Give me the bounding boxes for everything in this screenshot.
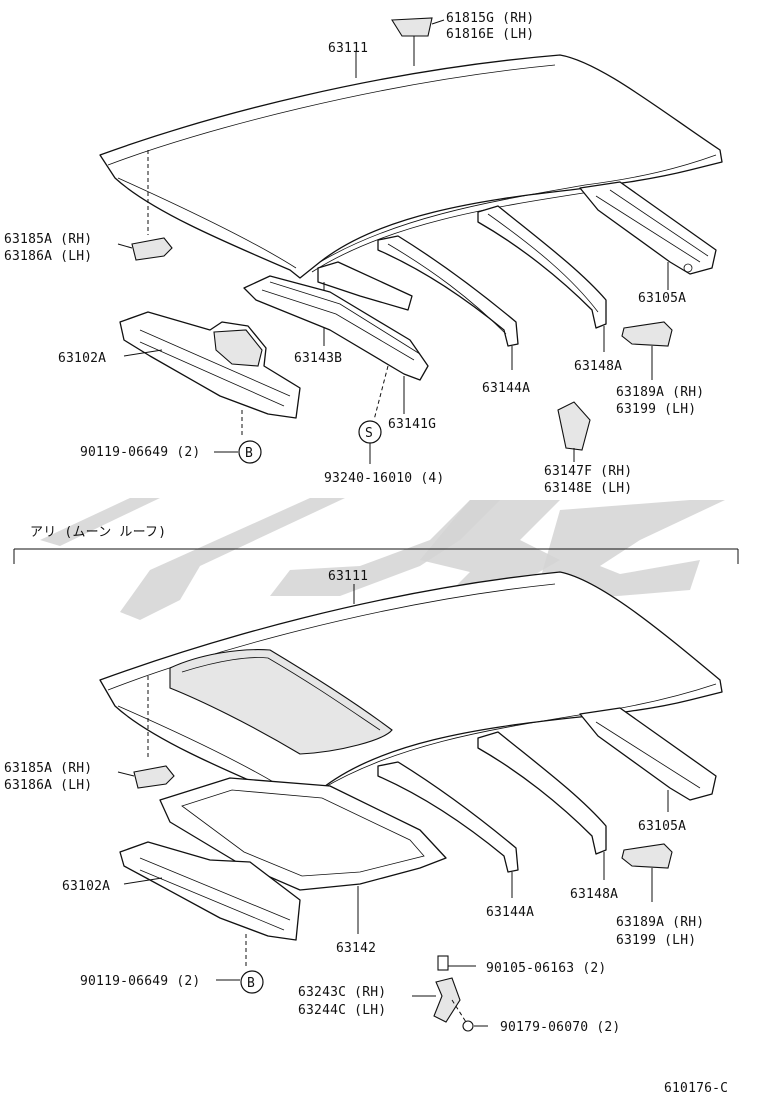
roof-bow-63143B-upper: [317, 261, 413, 311]
label-63111-lower: 63111: [328, 569, 368, 584]
callout-s-upper: S: [365, 426, 373, 441]
label-93240: 93240-16010 (4): [324, 471, 444, 486]
lower-assembly: B 63111 63185A (RH) 63186A (LH) 63105A 6…: [4, 569, 723, 1035]
nut-90179: [462, 1020, 474, 1032]
watermark-logo: [40, 498, 725, 620]
label-63189A-lower: 63189A (RH): [616, 915, 704, 930]
label-63105A-upper: 63105A: [638, 291, 686, 306]
label-63185A-lower: 63185A (RH): [4, 761, 92, 776]
label-63148E: 63148E (LH): [544, 481, 632, 496]
roof-bow-63148A-upper: [477, 205, 607, 329]
bolt-90105: [437, 955, 449, 971]
sunroof-reinforcement: [159, 777, 447, 891]
label-90105: 90105-06163 (2): [486, 961, 606, 976]
gusset-lower: [621, 843, 673, 869]
label-63185A-upper: 63185A (RH): [4, 232, 92, 247]
label-63243C: 63243C (RH): [298, 985, 386, 1000]
label-63189A-upper: 63189A (RH): [616, 385, 704, 400]
roof-panel-upper: [99, 54, 723, 279]
label-63102A-lower: 63102A: [62, 879, 110, 894]
label-63148A-lower: 63148A: [570, 887, 618, 902]
label-63186A-upper: 63186A (LH): [4, 249, 92, 264]
rear-rail-upper: [579, 181, 717, 275]
label-63147F: 63147F (RH): [544, 464, 632, 479]
corner-bracket-lower: [133, 765, 175, 789]
section-caption: アリ (ムーン ルーフ): [30, 525, 166, 540]
roof-bow-63148A-lower: [477, 731, 607, 855]
front-rail-upper: [119, 311, 301, 419]
label-63102A-upper: 63102A: [58, 351, 106, 366]
rear-rail-lower: [579, 707, 717, 801]
brace-upper: [557, 401, 591, 451]
callout-circle-b-upper: [238, 440, 262, 464]
label-63142: 63142: [336, 941, 376, 956]
label-63144A-lower: 63144A: [486, 905, 534, 920]
label-90179: 90179-06070 (2): [500, 1020, 620, 1035]
roof-bow-63144A-lower: [377, 761, 519, 873]
label-63199-upper: 63199 (LH): [616, 402, 696, 417]
roof-bow-63144A-upper: [377, 235, 519, 347]
callout-circle-b-lower: [240, 970, 264, 994]
label-63111-upper: 63111: [328, 41, 368, 56]
label-63144A-upper: 63144A: [482, 381, 530, 396]
label-61815G: 61815G (RH): [446, 11, 534, 26]
corner-bracket-upper: [131, 237, 173, 261]
label-63199-lower: 63199 (LH): [616, 933, 696, 948]
label-63186A-lower: 63186A (LH): [4, 778, 92, 793]
upper-assembly: B S 63111 61815G (RH) 61816E (LH) 63185A…: [4, 11, 723, 496]
front-rail-lower: [119, 841, 301, 941]
label-63244C: 63244C (LH): [298, 1003, 386, 1018]
label-63105A-lower: 63105A: [638, 819, 686, 834]
figure-number: 610176-C: [664, 1081, 728, 1096]
gusset-upper: [621, 321, 673, 347]
roof-moulding-upper: [391, 17, 433, 37]
sunroof-opening: [169, 649, 393, 755]
bracket-63243C: [433, 977, 461, 1023]
label-90119-upper: 90119-06649 (2): [80, 445, 200, 460]
roof-bow-63141G-upper: [243, 275, 429, 381]
label-63141G: 63141G: [388, 417, 436, 432]
callout-b-upper: B: [245, 446, 253, 461]
label-90119-lower: 90119-06649 (2): [80, 974, 200, 989]
label-63143B: 63143B: [294, 351, 342, 366]
label-63148A-upper: 63148A: [574, 359, 622, 374]
callout-b-lower: B: [247, 976, 255, 991]
label-61816E: 61816E (LH): [446, 27, 534, 42]
